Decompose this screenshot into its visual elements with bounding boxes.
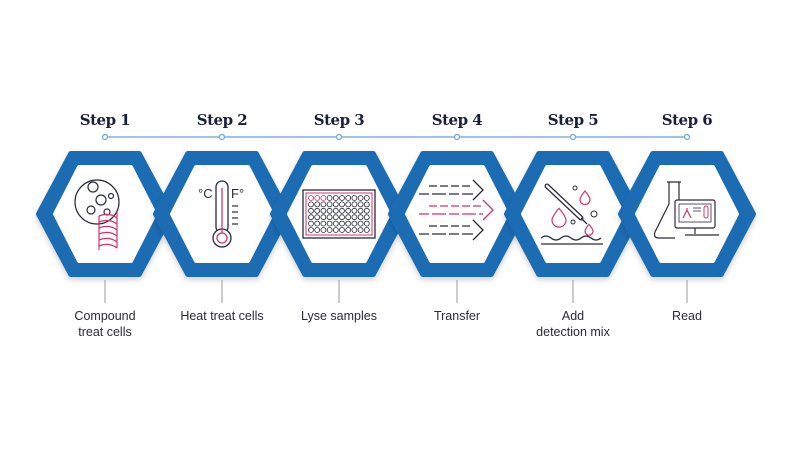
step-label: Add	[562, 309, 584, 323]
timeline-dot	[218, 133, 226, 141]
fahrenheit-label: F°	[231, 186, 244, 201]
arrows-icon	[419, 179, 494, 241]
timeline-dot	[569, 133, 577, 141]
step-label: treat cells	[78, 325, 132, 339]
step-title: Step 5	[548, 111, 599, 129]
timeline-dot	[335, 133, 343, 141]
step-title: Step 4	[432, 111, 483, 129]
step-5: Step 5 Add detection mix	[504, 111, 642, 339]
step-4: Step 4 Transfer	[388, 111, 526, 323]
pipette-drops-icon	[540, 183, 603, 245]
molecule-dna-icon	[74, 179, 120, 250]
step-label: Compound	[74, 309, 135, 323]
flask-monitor-icon	[653, 181, 719, 239]
step-label: Transfer	[434, 309, 480, 323]
step-2: Step 2 °C F° Heat treat cells	[153, 111, 291, 323]
step-label: Read	[672, 309, 702, 323]
step-label: Lyse samples	[301, 309, 377, 323]
hexagon-inner	[521, 165, 625, 263]
timeline-dot	[683, 133, 691, 141]
step-title: Step 1	[80, 111, 130, 129]
timeline-dot	[453, 133, 461, 141]
celsius-label: °C	[198, 186, 213, 201]
step-title: Step 6	[662, 111, 713, 129]
step-6: Step 6 Read	[618, 111, 756, 323]
step-label: detection mix	[536, 325, 610, 339]
step-1: Step 1 Compound treat cells	[36, 111, 174, 339]
step-3: Step 3 Lyse samples	[270, 111, 408, 323]
step-title: Step 2	[197, 111, 248, 129]
well-plate-icon	[302, 189, 376, 239]
step-title: Step 3	[314, 111, 365, 129]
thermometer-icon: °C F°	[198, 180, 244, 248]
timeline-dot	[101, 133, 109, 141]
step-label: Heat treat cells	[180, 309, 263, 323]
